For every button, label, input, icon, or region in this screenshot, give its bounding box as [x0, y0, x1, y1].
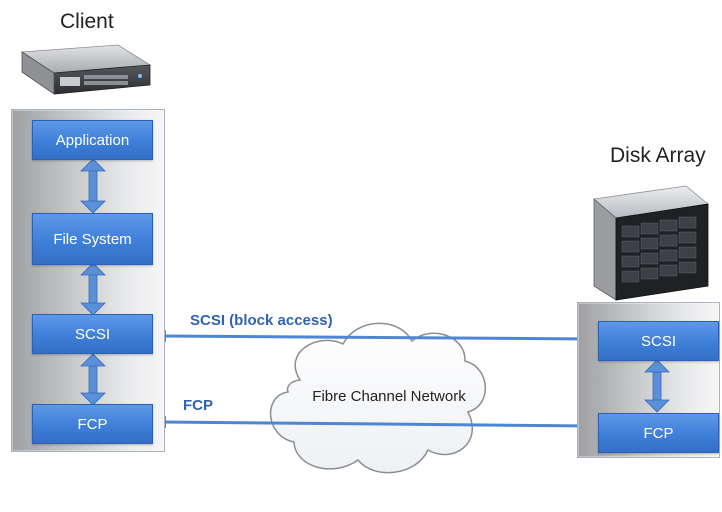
- disk-array-fcp-box[interactable]: FCP: [598, 413, 719, 453]
- scsi-fcp-arrow: [80, 353, 106, 406]
- client-title: Client: [60, 10, 114, 33]
- storage-array-icon: [593, 185, 709, 301]
- client-scsi-box[interactable]: SCSI: [32, 314, 153, 354]
- client-fcp-box[interactable]: FCP: [32, 404, 153, 444]
- array-scsi-fcp-arrow: [644, 359, 670, 413]
- scsi-link-label: SCSI (block access): [190, 312, 333, 329]
- fcp-link-label: FCP: [183, 397, 213, 414]
- application-filesystem-arrow: [80, 158, 106, 214]
- filesystem-scsi-arrow: [80, 262, 106, 316]
- cloud-icon: [270, 322, 486, 474]
- rack-server-icon: [20, 44, 152, 95]
- client-file-system-box[interactable]: File System: [32, 213, 153, 265]
- client-application-box[interactable]: Application: [32, 120, 153, 160]
- fibre-channel-network-label: Fibre Channel Network: [312, 388, 466, 405]
- disk-array-title: Disk Array: [610, 144, 706, 167]
- disk-array-scsi-box[interactable]: SCSI: [598, 321, 719, 361]
